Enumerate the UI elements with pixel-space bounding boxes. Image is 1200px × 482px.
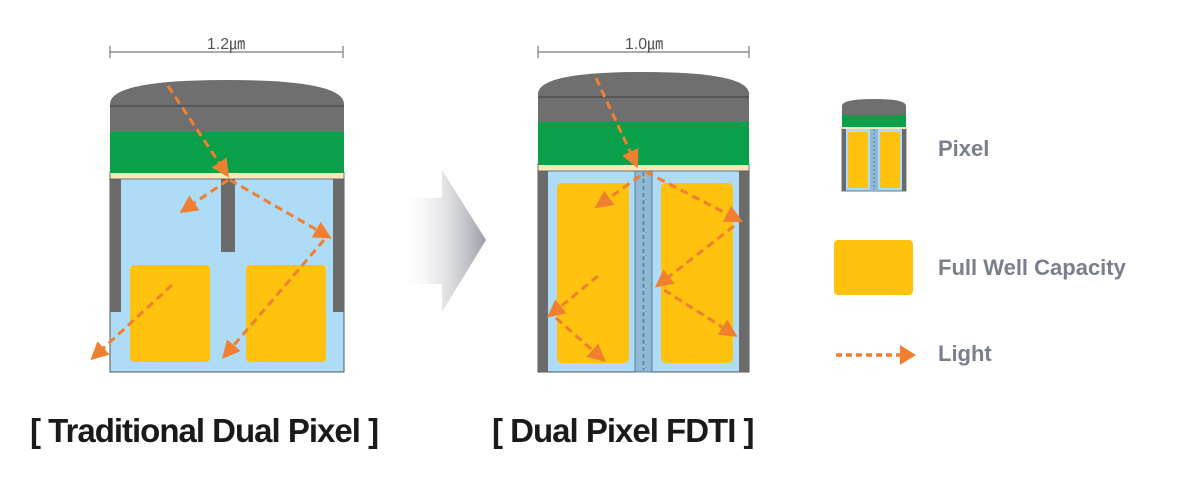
- right-dimension-bar: [537, 46, 750, 58]
- left-ray-to-right: [229, 178, 332, 239]
- left-well-1: [130, 265, 210, 362]
- left-ray-incoming: [166, 85, 229, 178]
- legend-fwc-swatch: [834, 240, 913, 295]
- right-thin-layer: [537, 163, 750, 172]
- legend: [834, 99, 916, 365]
- left-caption: [ Traditional Dual Pixel ]: [30, 412, 379, 449]
- legend-fwc-label: Full Well Capacity: [938, 255, 1126, 280]
- left-ray-left-escape: [90, 283, 174, 361]
- left-thin-layer: [109, 171, 345, 180]
- right-ray-left-down: [555, 316, 606, 362]
- right-ray-right-bounce: [654, 224, 735, 288]
- right-ray-right-down: [663, 288, 738, 337]
- transition-arrow-icon: [398, 170, 486, 312]
- left-light-rays: [90, 85, 332, 361]
- left-center-isolation: [221, 178, 235, 252]
- left-dimension-bar: [109, 46, 344, 58]
- traditional-dual-pixel: [90, 46, 345, 373]
- right-side-wall-left: [538, 170, 548, 372]
- left-side-wall-left: [110, 178, 121, 312]
- right-color-filter: [538, 122, 749, 165]
- right-caption: [ Dual Pixel FDTI ]: [492, 412, 755, 449]
- right-ray-to-right: [645, 170, 743, 223]
- right-well-2: [661, 183, 733, 363]
- right-ray-left-bounce: [547, 274, 599, 318]
- right-well-1: [557, 183, 629, 363]
- right-side-wall-right: [739, 170, 749, 372]
- right-ray-incoming: [594, 77, 639, 169]
- dual-pixel-fdti: [537, 46, 750, 373]
- left-well-2: [246, 265, 326, 362]
- left-side-wall-right: [333, 178, 344, 312]
- right-ray-to-left: [594, 174, 641, 209]
- legend-pixel-label: Pixel: [938, 136, 990, 161]
- left-color-filter: [110, 132, 344, 173]
- left-ray-to-left: [179, 178, 229, 214]
- right-light-rays: [547, 77, 743, 362]
- legend-pixel-icon: [841, 99, 907, 192]
- right-dimension-label: 1.0㎛: [624, 36, 664, 53]
- left-dimension-label: 1.2㎛: [206, 36, 246, 53]
- left-ray-right-bounce: [222, 239, 326, 359]
- legend-light-label: Light: [938, 341, 992, 366]
